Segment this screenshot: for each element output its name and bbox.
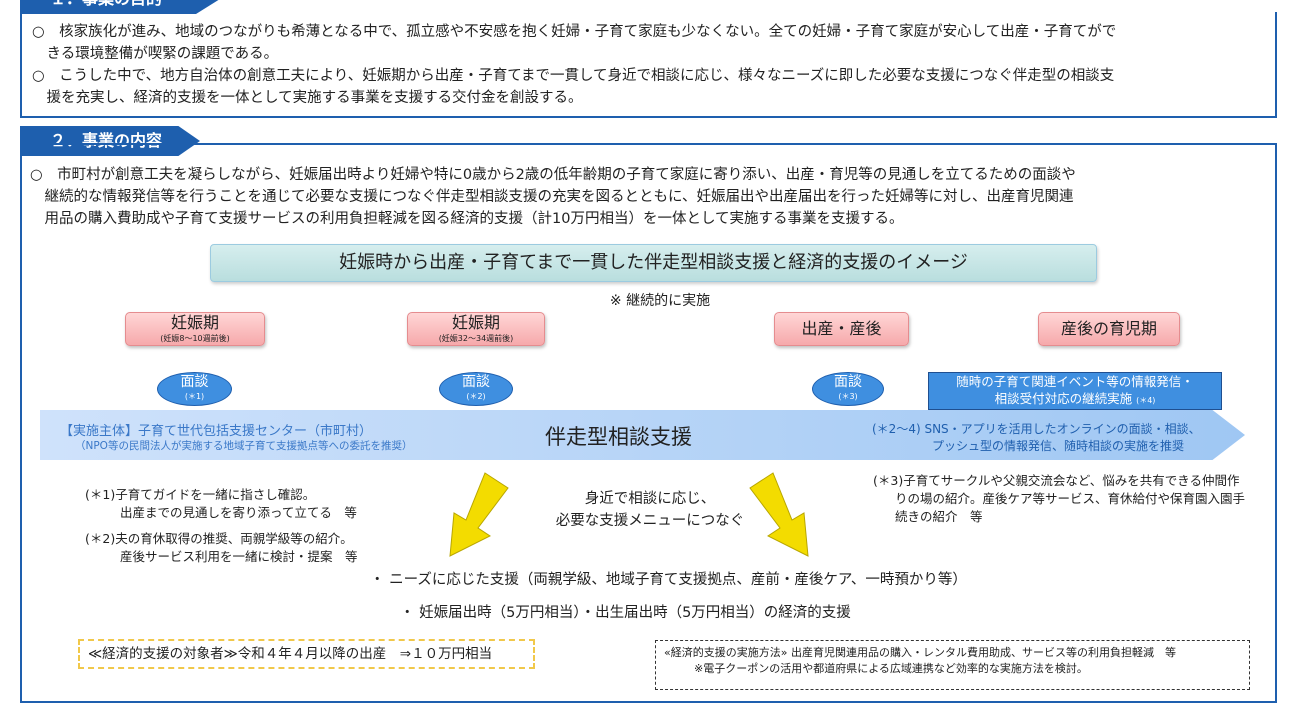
- arrow-down-right-icon: [749, 472, 809, 557]
- target-box: ≪経済的支援の対象者≫令和４年４月以降の出産 ⇒１０万円相当: [78, 639, 535, 669]
- section1-header: １．事業の目的: [20, 0, 220, 14]
- stage-sub: (妊娠32～34週前後): [438, 334, 514, 343]
- section1-text: ○ 核家族化が進み、地域のつながりも希薄となる中で、孤立感や不安感を抱く妊婦・子…: [32, 21, 1116, 109]
- band-online-2: プッシュ型の情報発信、随時相談の実施を推奨: [932, 439, 1185, 453]
- note-line: 出産までの見通しを寄り添って立てる 等: [120, 505, 357, 520]
- stage-pregnancy-early: 妊娠期 (妊娠8～10週前後): [125, 312, 265, 346]
- note-line: 産後サービス利用を一緒に検討・提案 等: [120, 549, 358, 564]
- interview-1: 面談 (＊1): [157, 372, 232, 406]
- interview-note: (＊3): [838, 392, 858, 401]
- center-line: 身近で相談に応じ、: [584, 491, 716, 507]
- interview-label: 面談: [834, 374, 862, 390]
- stage-childcare: 産後の育児期: [1038, 312, 1180, 346]
- center-text: 身近で相談に応じ、 必要な支援メニューにつなぐ: [520, 488, 780, 532]
- note-line: 続きの紹介 等: [895, 509, 983, 524]
- center-line: 必要な支援メニューにつなぐ: [555, 513, 745, 529]
- stage-birth: 出産・産後: [774, 312, 909, 346]
- section2-line: 用品の購入費助成や子育て支援サービスの利用負担軽減を図る経済的支援（計10万円相…: [30, 211, 904, 227]
- stage-sub: (妊娠8～10週前後): [160, 334, 230, 343]
- section1-line: ○ こうした中で、地方自治体の創意工夫により、妊娠期から出産・子育てまで一貫して…: [32, 68, 1115, 84]
- section2-line: 継続的な情報発信等を行うことを通じて必要な支援につなぐ伴走型相談支援の充実を図る…: [30, 189, 1074, 205]
- interview-note: (＊2): [466, 392, 486, 401]
- info-box: 随時の子育て関連イベント等の情報発信・ 相談受付対応の継続実施 (＊4): [928, 372, 1222, 410]
- section1-line: 援を充実し、経済的支援を一体として実施する事業を支援する交付金を創設する。: [32, 90, 583, 106]
- interview-note: (＊1): [184, 392, 205, 401]
- note-line: (＊1)子育てガイドを一緒に指さし確認。: [85, 487, 316, 502]
- bullet-needs: ・ ニーズに応じた支援（両親学級、地域子育て支援拠点、産前・産後ケア、一時預かり…: [370, 572, 967, 588]
- section1-line: きる環境整備が喫緊の課題である。: [32, 46, 279, 62]
- band-main-label: 伴走型相談支援: [545, 425, 692, 449]
- section2-line: ○ 市町村が創意工夫を凝らしながら、妊娠届出時より妊婦や特に0歳から2歳の低年齢…: [30, 167, 1076, 183]
- notes-right: (＊3)子育てサークルや父親交流会など、悩みを共有できる仲間作 りの場の紹介。産…: [873, 472, 1245, 526]
- stage-pregnancy-late: 妊娠期 (妊娠32～34週前後): [407, 312, 545, 346]
- method-line: «経済的支援の実施方法» 出産育児関連用品の購入・レンタル費用助成、サービス等の…: [664, 646, 1176, 659]
- interview-3: 面談 (＊3): [812, 372, 884, 406]
- bullet-economic: ・ 妊娠届出時（5万円相当）・出生届出時（5万円相当）の経済的支援: [400, 605, 851, 621]
- diagram-title: 妊娠時から出産・子育てまで一貫した伴走型相談支援と経済的支援のイメージ: [210, 244, 1097, 282]
- band-online-1: (＊2～4) SNS・アプリを活用したオンラインの面談・相談、: [872, 422, 1201, 436]
- arrow-down-left-icon: [449, 472, 509, 557]
- section1-box: ○ 核家族化が進み、地域のつながりも希薄となる中で、孤立感や不安感を抱く妊婦・子…: [20, 12, 1277, 118]
- interview-2: 面談 (＊2): [439, 372, 513, 406]
- band-entity: 【実施主体】子育て世代包括支援センター（市町村）: [60, 424, 373, 439]
- stage-label: 妊娠期: [170, 313, 219, 332]
- info-line: 随時の子育て関連イベント等の情報発信・: [956, 374, 1194, 389]
- info-line: 相談受付対応の継続実施: [994, 391, 1133, 406]
- yellow-arrows: [449, 472, 809, 557]
- band-entity-sub: （NPO等の民間法人が実施する地域子育て支援拠点等への委託を推奨）: [75, 440, 413, 452]
- interview-label: 面談: [180, 374, 209, 390]
- support-band-arrow: [40, 410, 1245, 460]
- notes-left: (＊1)子育てガイドを一緒に指さし確認。 出産までの見通しを寄り添って立てる 等…: [85, 486, 358, 566]
- section2-text: ○ 市町村が創意工夫を凝らしながら、妊娠届出時より妊婦や特に0歳から2歳の低年齢…: [30, 164, 1076, 230]
- interview-label: 面談: [462, 374, 490, 390]
- continuous-note: ※ 継続的に実施: [609, 293, 711, 309]
- section1-line: ○ 核家族化が進み、地域のつながりも希薄となる中で、孤立感や不安感を抱く妊婦・子…: [32, 24, 1117, 40]
- info-note: (＊4): [1136, 396, 1156, 405]
- method-box: «経済的支援の実施方法» 出産育児関連用品の購入・レンタル費用助成、サービス等の…: [655, 640, 1250, 690]
- method-line: ※電子クーポンの活用や都道府県による広域連携など効率的な実施方法を検討。: [694, 662, 1088, 675]
- note-line: りの場の紹介。産後ケア等サービス、育休給付や保育園入園手: [895, 491, 1246, 506]
- section2-header: ２．事業の内容: [20, 126, 200, 156]
- note-line: (＊3)子育てサークルや父親交流会など、悩みを共有できる仲間作: [873, 473, 1240, 488]
- stage-label: 妊娠期: [451, 313, 500, 332]
- note-line: (＊2)夫の育休取得の推奨、両親学級等の紹介。: [85, 531, 353, 546]
